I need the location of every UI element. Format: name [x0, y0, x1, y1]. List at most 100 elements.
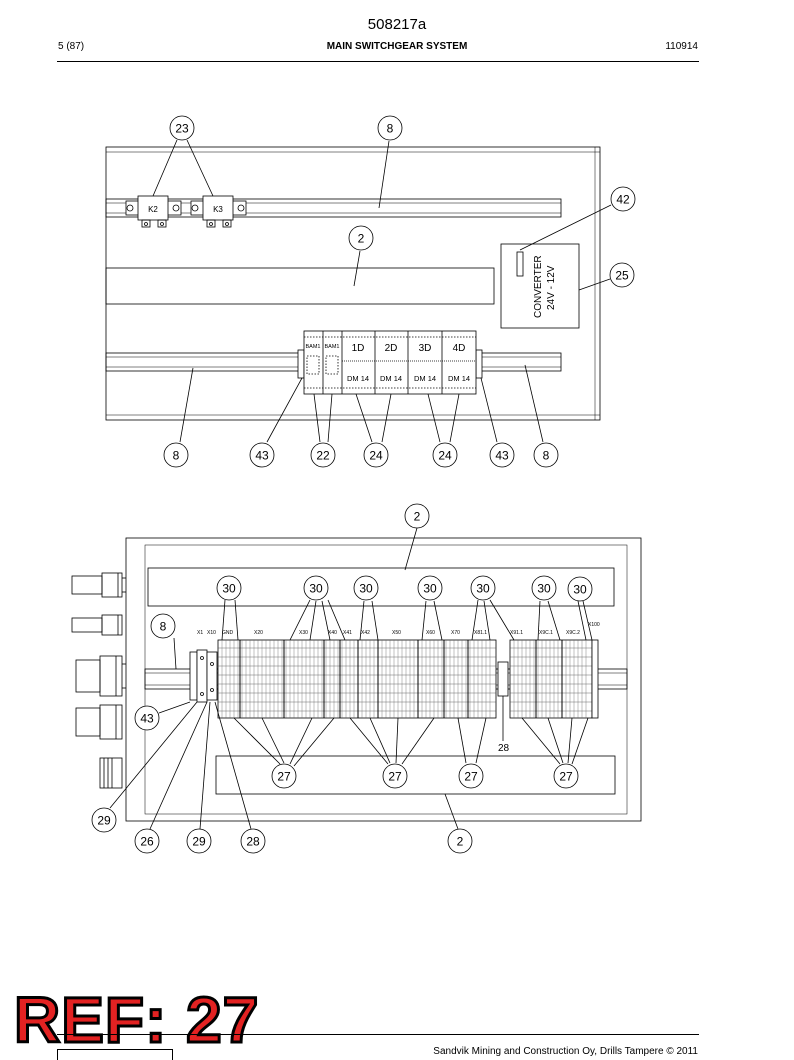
callout: 22: [310, 442, 336, 468]
module-label: 1D: [352, 343, 365, 354]
callout: 43: [489, 442, 515, 468]
svg-text:30: 30: [222, 582, 236, 596]
callout: 27: [553, 763, 579, 789]
callout: 30: [531, 575, 557, 601]
svg-text:2: 2: [414, 510, 421, 524]
converter-box: CONVERTER 24V - 12V: [500, 243, 580, 329]
callout: 8: [377, 115, 403, 141]
svg-text:26: 26: [140, 835, 154, 849]
svg-text:8: 8: [543, 449, 550, 463]
svg-text:8: 8: [387, 122, 394, 136]
terminal-label: X40: [328, 630, 337, 636]
svg-text:24: 24: [369, 449, 383, 463]
converter-label: CONVERTER: [533, 255, 544, 318]
module-label: 2D: [385, 343, 398, 354]
callout: 30: [216, 575, 242, 601]
svg-text:28: 28: [246, 835, 260, 849]
svg-text:29: 29: [97, 814, 111, 828]
cable-glands: [71, 572, 126, 789]
reference-stamp: REF: 27: [12, 984, 260, 1056]
terminal-label: X42: [361, 630, 370, 636]
callout: 27: [271, 763, 297, 789]
svg-text:27: 27: [464, 770, 478, 784]
terminal-label: X70: [451, 630, 460, 636]
callout: 30: [417, 575, 443, 601]
footer-copyright: Sandvik Mining and Construction Oy, Dril…: [433, 1046, 698, 1057]
callout: 26: [134, 828, 160, 854]
svg-text:42: 42: [616, 193, 630, 207]
footer-rule: [57, 1034, 699, 1035]
callout: 42: [610, 186, 636, 212]
svg-text:27: 27: [277, 770, 291, 784]
module-type: DM 14: [414, 374, 436, 383]
terminal-label: X20: [254, 630, 263, 636]
svg-text:8: 8: [160, 620, 167, 634]
callout: 8: [163, 442, 189, 468]
page-number: 5 (87): [58, 41, 85, 52]
module-label: BAM1: [306, 344, 321, 350]
svg-text:30: 30: [309, 582, 323, 596]
callout: 27: [458, 763, 484, 789]
module-label: 4D: [453, 343, 466, 354]
callout: 30: [303, 575, 329, 601]
svg-text:2: 2: [358, 232, 365, 246]
inline-label-28: 28: [498, 743, 510, 754]
terminal-label: X9C.2: [566, 630, 580, 636]
terminal-label: X10: [207, 630, 216, 636]
terminal-label: X9C.1: [539, 630, 553, 636]
terminal-label: X30: [299, 630, 308, 636]
relay-k2-label: K2: [148, 205, 158, 214]
svg-text:30: 30: [359, 582, 373, 596]
module-type: DM 14: [347, 374, 369, 383]
document-title: MAIN SWITCHGEAR SYSTEM: [326, 41, 468, 52]
module-label: 3D: [419, 343, 432, 354]
svg-text:43: 43: [495, 449, 509, 463]
terminal-label: X100: [588, 622, 600, 628]
svg-text:22: 22: [316, 449, 330, 463]
module-type: DM 14: [448, 374, 470, 383]
terminal-label: X50: [392, 630, 401, 636]
document-code: 110914: [665, 41, 698, 52]
svg-text:30: 30: [476, 582, 490, 596]
terminal-label: X91.1: [510, 630, 523, 636]
callout: 30: [567, 576, 593, 602]
terminal-label: X60: [426, 630, 435, 636]
svg-text:27: 27: [559, 770, 573, 784]
bottom-panel-drawing: X1 X10 GND X20 X30 X40 X41 X42 X50 X60 X…: [71, 503, 642, 854]
svg-text:30: 30: [537, 582, 551, 596]
svg-text:43: 43: [255, 449, 269, 463]
callout: 29: [186, 828, 212, 854]
callout: 30: [470, 575, 496, 601]
module-type: DM 14: [380, 374, 402, 383]
relay-k3: K3: [190, 195, 247, 228]
callout: 28: [240, 828, 266, 854]
callout: 25: [609, 262, 635, 288]
callout: 43: [134, 705, 160, 731]
document-number: 508217a: [367, 16, 427, 33]
svg-text:27: 27: [388, 770, 402, 784]
callout: 2: [348, 225, 374, 251]
callout: 30: [353, 575, 379, 601]
callout: 24: [363, 442, 389, 468]
relay-k2: K2: [125, 195, 182, 228]
terminal-label: X81.1: [474, 630, 487, 636]
callout: 8: [150, 613, 176, 639]
terminal-label: X41: [343, 630, 352, 636]
callout: 8: [533, 442, 559, 468]
top-panel-drawing: K2 K3 CONVERTER 24V - 12V: [105, 115, 636, 468]
module-label: BAM1: [325, 344, 340, 350]
svg-text:43: 43: [140, 712, 154, 726]
terminal-label: GND: [222, 630, 234, 636]
svg-text:30: 30: [423, 582, 437, 596]
module-block: BAM1 BAM1 1D 2D 3D 4D DM 14 DM 14 DM 14 …: [297, 330, 483, 395]
svg-text:8: 8: [173, 449, 180, 463]
callout: 23: [169, 115, 195, 141]
svg-text:2: 2: [457, 835, 464, 849]
callout: 29: [91, 807, 117, 833]
callout: 27: [382, 763, 408, 789]
callout: 2: [447, 828, 473, 854]
svg-text:23: 23: [175, 122, 189, 136]
callout: 24: [432, 442, 458, 468]
callout: 2: [404, 503, 430, 529]
